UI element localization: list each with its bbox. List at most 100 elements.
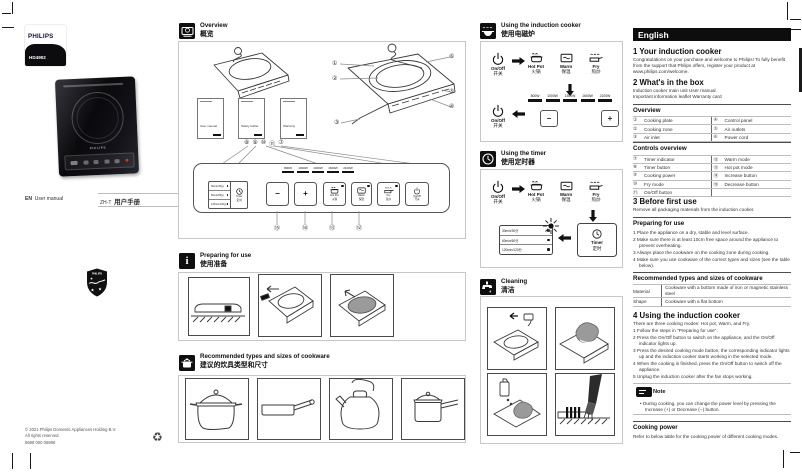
fry-button: Fry 煎炒 bbox=[377, 182, 400, 206]
flow-warm-label-zh: 保温 bbox=[561, 197, 571, 203]
casserole-drawing bbox=[189, 389, 243, 430]
cookware-saucepan-image bbox=[401, 378, 465, 440]
fry-icon bbox=[589, 53, 603, 62]
flow-hot-pot-label-en: Hot Pot bbox=[528, 64, 544, 69]
callout-6: ⑥ bbox=[449, 54, 455, 60]
photo-top-text bbox=[63, 82, 124, 88]
left-arrow-icon bbox=[512, 110, 525, 118]
row-num: ③ bbox=[633, 134, 638, 140]
timer-indicator-row: 120min/120分 bbox=[211, 203, 227, 206]
prep-step: 3 Always place the cookware on the cooki… bbox=[633, 250, 770, 256]
wattage-label: 1300W bbox=[313, 166, 323, 170]
flow-on-off-label-zh: 开关 bbox=[493, 123, 503, 129]
detergent-drawing bbox=[493, 378, 541, 428]
callout-8: ⑧ bbox=[244, 140, 251, 146]
note-body: • During cooking, you can change the pow… bbox=[640, 401, 776, 413]
row-num: ⑥ bbox=[713, 134, 718, 140]
callout-3: ③ bbox=[334, 120, 340, 126]
copyright-line2: All rights reserved. bbox=[25, 433, 60, 439]
preparing-steps-title: Preparing for use bbox=[633, 220, 685, 227]
using-title-en: Using the induction cooker bbox=[501, 22, 581, 29]
using-step: 1 Follow the steps in "Preparing for use… bbox=[633, 328, 718, 333]
crop-mark bbox=[12, 453, 13, 469]
warm-icon bbox=[560, 53, 572, 63]
fry-led bbox=[395, 184, 398, 187]
flow-warm: Warm 保温 bbox=[551, 52, 581, 75]
cookware-title-en: Recommended types and sizes of cookware bbox=[200, 353, 330, 360]
cooker-icon bbox=[181, 26, 193, 37]
table-row: Shape Cookware with a flat bottom bbox=[633, 298, 791, 307]
overview-title-zh: 概览 bbox=[200, 31, 214, 38]
crop-mark bbox=[30, 453, 31, 469]
callout-13: ⑬ bbox=[329, 226, 336, 232]
model-number: HD4902 bbox=[29, 55, 46, 60]
hot-pot-led bbox=[341, 184, 344, 187]
row-num: ④ bbox=[713, 118, 718, 124]
callout-12: ⑫ bbox=[356, 226, 363, 232]
down-arrow-icon bbox=[566, 84, 574, 96]
on-off-label-en: On/Off bbox=[413, 194, 421, 198]
print-mark bbox=[799, 48, 802, 92]
timer-flow-hot-pot: Hot Pot 火锅 bbox=[521, 180, 551, 203]
section4-intro: There are three cooking modes: Hot pot, … bbox=[633, 321, 751, 326]
row-text bbox=[725, 189, 792, 196]
section1-heading: 1 Your induction cooker bbox=[633, 47, 722, 56]
right-arrow-icon bbox=[512, 185, 525, 193]
kettle-drawing bbox=[335, 378, 380, 430]
philips-brand-card: PHILIPS HD4902 bbox=[25, 25, 66, 66]
using-section-icon bbox=[480, 23, 496, 39]
timer-button-label-zh: 定时 bbox=[236, 198, 242, 202]
cleaning-step1-image bbox=[487, 307, 547, 370]
flow-warm-label-zh: 保温 bbox=[561, 69, 571, 75]
controls-table-title: Controls overview bbox=[633, 145, 687, 152]
row-value: Cookware with a flat bottom bbox=[665, 299, 723, 305]
timer-button: Timer 定时 bbox=[231, 182, 247, 208]
cleaning-title-en: Cleaning bbox=[501, 278, 528, 285]
section1-body: Congratulations on your purchase and wel… bbox=[633, 57, 786, 75]
cookware-table-title: Recommended types and sizes of cookware bbox=[633, 275, 763, 282]
prep-step: 4 Make sure you use cookware of the corr… bbox=[633, 257, 790, 269]
lang-text-en: User manual bbox=[34, 196, 64, 202]
flow-decrease-button: − bbox=[540, 110, 558, 127]
brush-vents-drawing bbox=[557, 374, 610, 425]
row-value: Cookware with a bottom made of iron or m… bbox=[665, 285, 788, 296]
flow-on-off-label-en: On/Off bbox=[491, 118, 505, 123]
cleaning-title-zh: 清洁 bbox=[501, 287, 515, 294]
callout-5: ⑤ bbox=[449, 89, 455, 95]
flow-hot-pot-label-zh: 火锅 bbox=[531, 69, 541, 75]
crop-mark bbox=[783, 450, 784, 468]
row-text: Increase button bbox=[724, 173, 757, 179]
cookware-table: Material Cookware with a bottom made of … bbox=[633, 284, 791, 307]
fry-label-en: Fry bbox=[386, 194, 391, 198]
row-text: Warm mode bbox=[724, 157, 750, 163]
hot-pot-label-zh: 火锅 bbox=[331, 197, 338, 201]
crop-mark bbox=[790, 452, 800, 453]
frying-pan-drawing bbox=[261, 399, 315, 416]
timer-indicator: 30min/30分 60min/60分 120min/120分 bbox=[209, 182, 232, 208]
row-text: On/Off button bbox=[644, 189, 673, 195]
callout-15: ⑮ bbox=[274, 226, 281, 232]
cooker-line-drawing-large bbox=[339, 43, 456, 125]
power-icon bbox=[492, 52, 504, 65]
preparing-section-icon: i bbox=[179, 253, 195, 269]
wattage-label: 2100W bbox=[343, 166, 353, 170]
using-step: 5 Unplug the induction cooker after the … bbox=[633, 374, 753, 380]
row-num: ⑭ bbox=[713, 174, 719, 180]
note-divider bbox=[633, 383, 791, 384]
flow-warm-label-en: Warm bbox=[559, 64, 573, 69]
saucepan-drawing bbox=[413, 391, 459, 422]
timer-button-label-en: Timer bbox=[591, 239, 603, 245]
row-num: ⑤ bbox=[713, 126, 718, 132]
preparing-title-zh: 使用准备 bbox=[200, 261, 228, 268]
wattage-label: 1600W bbox=[582, 94, 593, 98]
product-photo: PHILIPS bbox=[54, 76, 140, 177]
wattage-label: 2100W bbox=[599, 94, 611, 98]
section4-heading: 4 Using the induction cooker bbox=[633, 311, 741, 320]
section-rule bbox=[633, 104, 791, 106]
flow-on-off-label-en: On/Off bbox=[491, 194, 505, 199]
row-num: ⑫ bbox=[713, 158, 719, 164]
cover-language-zh: ZH-T 用户手册 bbox=[100, 196, 140, 206]
